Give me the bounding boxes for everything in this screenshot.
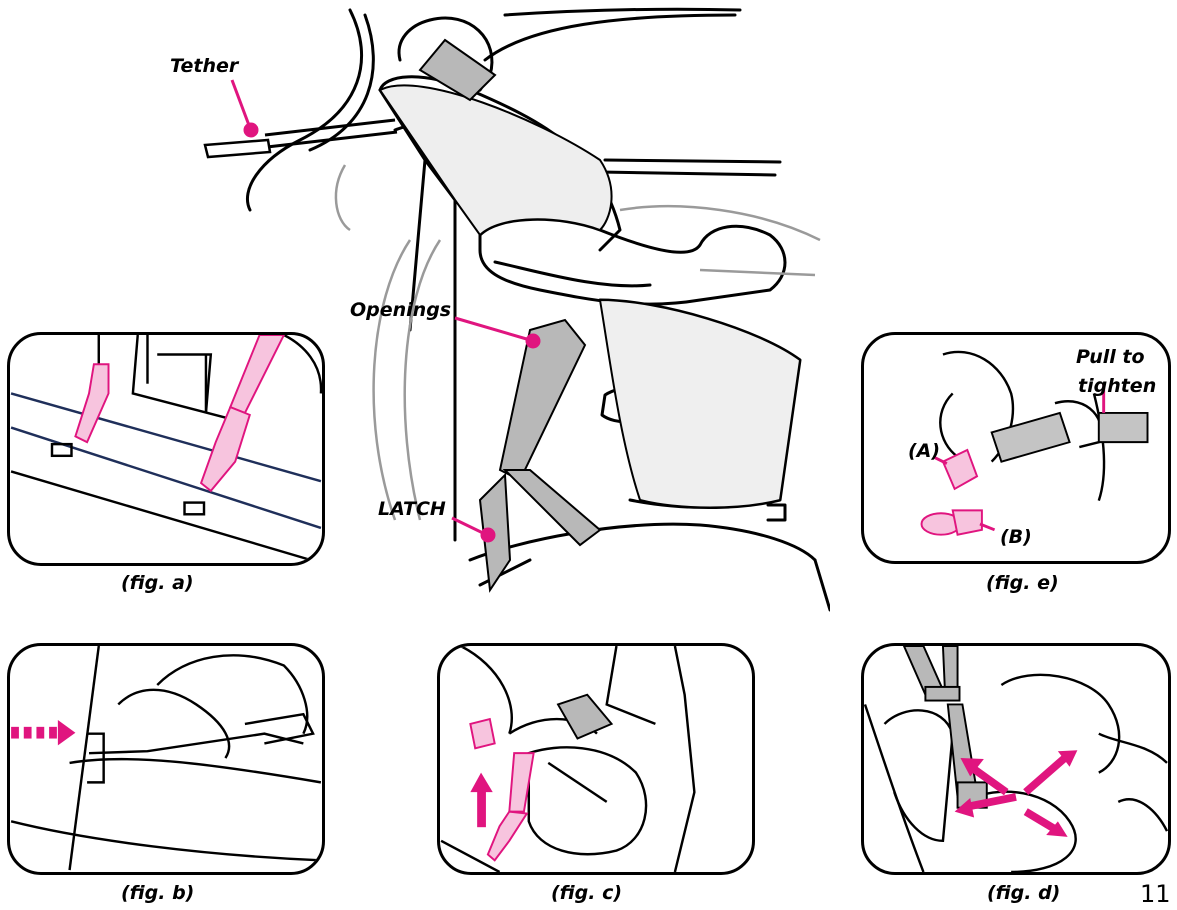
figure-c-caption: (fig. c) <box>551 884 622 903</box>
figure-d-panel <box>861 643 1171 875</box>
figure-d-illustration <box>864 646 1168 872</box>
part-a-label: (A) <box>908 442 940 461</box>
figure-c-panel <box>437 643 755 875</box>
figure-d-caption: (fig. d) <box>987 884 1060 903</box>
figure-e-panel: Pull to tighten (A) (B) <box>861 332 1171 564</box>
figure-e-caption: (fig. e) <box>986 574 1059 593</box>
figure-b-panel <box>7 643 325 875</box>
page-number: 11 <box>1140 882 1171 906</box>
part-b-label: (B) <box>1000 528 1032 547</box>
figure-b-illustration <box>10 646 322 872</box>
pull-to-tighten-label-line2: tighten <box>1078 377 1156 396</box>
openings-label: Openings <box>350 301 451 320</box>
latch-label: LATCH <box>378 500 446 519</box>
pull-to-tighten-label-line1: Pull to <box>1076 348 1145 367</box>
figure-b-caption: (fig. b) <box>121 884 194 903</box>
figure-a-caption: (fig. a) <box>121 574 194 593</box>
figure-a-illustration <box>10 335 322 563</box>
figure-c-illustration <box>440 646 752 872</box>
figure-a-panel <box>7 332 325 566</box>
tether-label: Tether <box>170 57 238 76</box>
